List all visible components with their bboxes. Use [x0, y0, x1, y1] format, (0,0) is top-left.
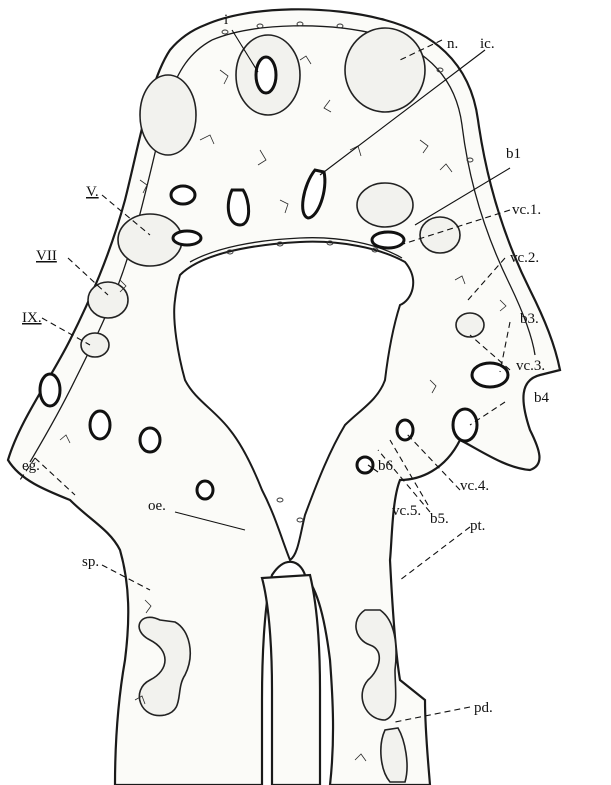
label-VII: VII — [36, 248, 57, 264]
label-vc4: vc.4. — [460, 478, 489, 494]
vein-b3 — [472, 363, 508, 387]
label-vc5: vc.5. — [392, 503, 421, 519]
label-b6: b6 — [378, 458, 394, 474]
label-V: V. — [86, 184, 99, 200]
label-ic: ic. — [480, 36, 495, 52]
ganglion-vii — [88, 282, 128, 318]
left-nerve-mass — [140, 75, 196, 155]
arch-vessel-3 — [140, 428, 160, 452]
label-pt: pt. — [470, 518, 485, 534]
label-n: n. — [447, 36, 458, 52]
ganglion-right — [357, 183, 413, 227]
arch-vessel-4 — [197, 481, 213, 499]
label-IX: IX. — [22, 310, 42, 326]
vein-vc4 — [397, 420, 413, 440]
label-oe: oe. — [148, 498, 166, 514]
label-i: i — [224, 12, 228, 28]
notochord-organ — [345, 28, 425, 112]
label-pd: pd. — [474, 700, 493, 716]
vein-b6 — [357, 457, 373, 473]
label-vc1: vc.1. — [512, 202, 541, 218]
label-vc3: vc.3. — [516, 358, 545, 374]
vein-vc1 — [372, 232, 404, 248]
ganglion-ix — [81, 333, 109, 357]
label-vc2: vc.2. — [510, 250, 539, 266]
label-b4: b4 — [534, 390, 550, 406]
label-b3: b3. — [520, 311, 539, 327]
label-sp: sp. — [82, 554, 99, 570]
label-eg: eg. — [22, 458, 40, 474]
ganglion-b1 — [420, 217, 460, 253]
infundibulum-lumen — [256, 57, 276, 93]
ganglion-b2 — [456, 313, 484, 337]
internal-carotid-left — [228, 190, 248, 225]
arch-vessel-2 — [90, 411, 110, 439]
vein-b4 — [453, 409, 477, 441]
head-vein-left — [173, 231, 201, 245]
label-b5: b5. — [430, 511, 449, 527]
label-b1: b1 — [506, 146, 521, 162]
arch-vessel-1 — [40, 374, 60, 406]
head-vein-upper — [171, 186, 195, 204]
oesophagus — [262, 575, 320, 785]
